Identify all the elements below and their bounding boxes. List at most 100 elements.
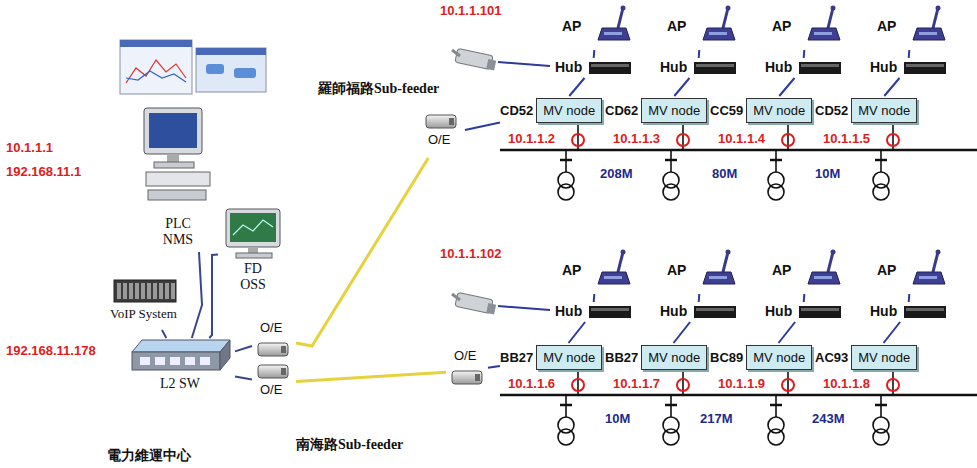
graphic-part <box>887 379 899 391</box>
network-link <box>803 50 806 58</box>
oss-computer-icon <box>218 205 288 260</box>
converter-box <box>425 114 459 130</box>
network-link <box>569 78 584 96</box>
network-link <box>674 322 691 343</box>
graphic-part <box>135 283 139 299</box>
graphic-part <box>248 247 258 253</box>
network-link <box>235 377 252 380</box>
graphic-part <box>87 6 307 442</box>
hub-label: Hub <box>660 59 740 75</box>
link-speed: 243M <box>812 411 845 426</box>
graphic-part <box>801 64 839 67</box>
network-node: Hub <box>763 302 843 322</box>
graphic-part <box>936 6 941 11</box>
graphic-part <box>146 172 210 186</box>
graphic-part <box>782 134 794 146</box>
graphic-part <box>598 272 630 284</box>
network-node: O/E <box>420 112 465 158</box>
graphic-part <box>663 395 679 445</box>
graphic-part <box>132 340 230 352</box>
graphic-part <box>831 250 836 255</box>
switch-icon <box>130 338 235 372</box>
mv-node-box: MV node <box>851 345 917 370</box>
graphic-part <box>452 292 496 314</box>
graphic-part <box>694 62 736 74</box>
hub-label: Hub <box>765 303 845 319</box>
graphic-part <box>828 8 833 28</box>
access-point-label: AP <box>562 18 634 34</box>
graphic-part <box>709 276 727 279</box>
graphic-part <box>234 68 256 78</box>
graphic-part <box>126 60 186 83</box>
graphic-part <box>933 252 938 272</box>
ip-address: 192.168.11.178 <box>6 343 96 358</box>
ip-address: 192.168.11.1 <box>6 164 81 179</box>
network-link <box>698 50 701 58</box>
network-node: O/E <box>446 348 488 394</box>
graphic-part <box>589 306 631 318</box>
network-node: AP <box>665 4 737 50</box>
graphic-part <box>144 108 202 154</box>
graphic-part <box>129 283 133 299</box>
graphic-part <box>808 28 840 40</box>
graphic-part <box>498 62 550 66</box>
hub-label: Hub <box>870 59 950 75</box>
graphic-part <box>572 379 584 391</box>
graphic-part <box>782 379 794 391</box>
network-node: BB27MV node <box>605 343 720 371</box>
graphic-part <box>663 150 679 200</box>
node-name: BC89 <box>710 350 743 365</box>
graphic-part <box>452 371 482 384</box>
network-link <box>488 366 500 368</box>
graphic-part <box>709 32 727 35</box>
network-link <box>209 255 218 338</box>
graphic-part <box>801 308 839 311</box>
network-link <box>884 322 901 343</box>
network-node: AP <box>665 248 737 294</box>
hub-label: Hub <box>765 59 845 75</box>
center-region: 電力維運中心PLC NMSFD OSSVoIP SystemL2 SWO/EO/… <box>85 3 310 468</box>
graphic-part <box>153 283 157 299</box>
graphic-part <box>141 283 145 299</box>
network-node: VoIP System <box>108 278 188 330</box>
graphic-part <box>621 250 626 255</box>
graphic-part <box>171 283 175 299</box>
graphic-part <box>694 306 736 318</box>
network-link <box>593 294 596 302</box>
graphic-part <box>768 395 784 445</box>
graphic-part <box>126 71 186 82</box>
network-link <box>465 123 500 131</box>
graphic-part <box>828 252 833 272</box>
link-speed: 80M <box>712 166 737 181</box>
graphic-part <box>226 209 280 247</box>
graphic-part <box>206 64 224 74</box>
network-node: Hub <box>763 58 843 78</box>
graphic-part <box>618 8 623 28</box>
graphic-part <box>621 6 626 11</box>
graphic-part <box>281 368 286 375</box>
ip-address: 10.1.1.8 <box>823 376 870 391</box>
feeder-name: 南海路Sub-feeder <box>296 436 403 454</box>
network-node: CD52MV node <box>500 96 615 124</box>
network-link <box>674 78 689 96</box>
graphic-part <box>768 150 784 200</box>
network-node: BB27MV node <box>500 343 615 371</box>
hub-label: Hub <box>660 303 740 319</box>
graphic-part <box>258 365 288 378</box>
hub-label: Hub <box>870 303 950 319</box>
converter-label: O/E <box>428 132 473 147</box>
graphic-part <box>200 357 210 365</box>
graphic-part <box>196 48 266 55</box>
graphic-part <box>120 40 192 47</box>
network-node: AC93MV node <box>815 343 930 371</box>
access-point-label: AP <box>562 262 634 278</box>
graphic-part <box>919 32 937 35</box>
ip-address: 10.1.1.4 <box>718 131 765 146</box>
network-link <box>698 294 701 302</box>
network-link <box>162 330 166 338</box>
graphic-part <box>159 283 163 299</box>
graphic-part <box>167 154 179 162</box>
network-node: CD52MV node <box>815 96 930 124</box>
network-node: Hub <box>553 58 633 78</box>
network-link <box>884 78 899 96</box>
